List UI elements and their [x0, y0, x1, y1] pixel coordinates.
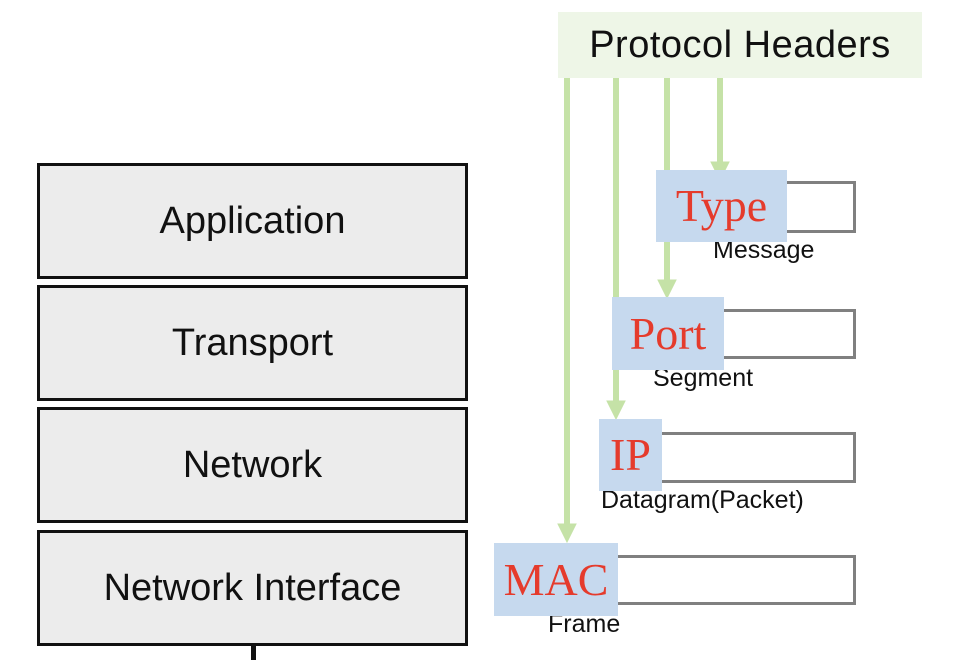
tag-text: Port: [629, 307, 707, 359]
layer-label: Transport: [171, 321, 334, 364]
protocol-headers-title: Protocol Headers: [558, 12, 922, 78]
layer-network-interface: Network Interface: [37, 530, 468, 646]
tag-text: MAC: [503, 553, 609, 605]
arrowhead-mac: [557, 523, 577, 544]
tag-text: IP: [610, 429, 651, 480]
layer-transport: Transport: [37, 285, 468, 401]
layer-label: Network Interface: [103, 566, 402, 609]
pdu-box-datagram: [640, 432, 856, 483]
header-tag-type: Type: [656, 170, 787, 242]
tag-text: Type: [675, 180, 768, 231]
arrowhead-ip: [606, 400, 626, 421]
layer-application: Application: [37, 163, 468, 279]
header-tag-port: Port: [612, 297, 724, 370]
layer-label: Network: [182, 443, 323, 486]
stack-stem: [251, 646, 256, 660]
header-tag-mac: MAC: [494, 543, 618, 616]
header-tag-ip: IP: [599, 419, 662, 491]
title-text: Protocol Headers: [589, 23, 891, 66]
layer-label: Application: [159, 199, 346, 242]
arrowhead-port: [657, 279, 677, 300]
layer-network: Network: [37, 407, 468, 523]
